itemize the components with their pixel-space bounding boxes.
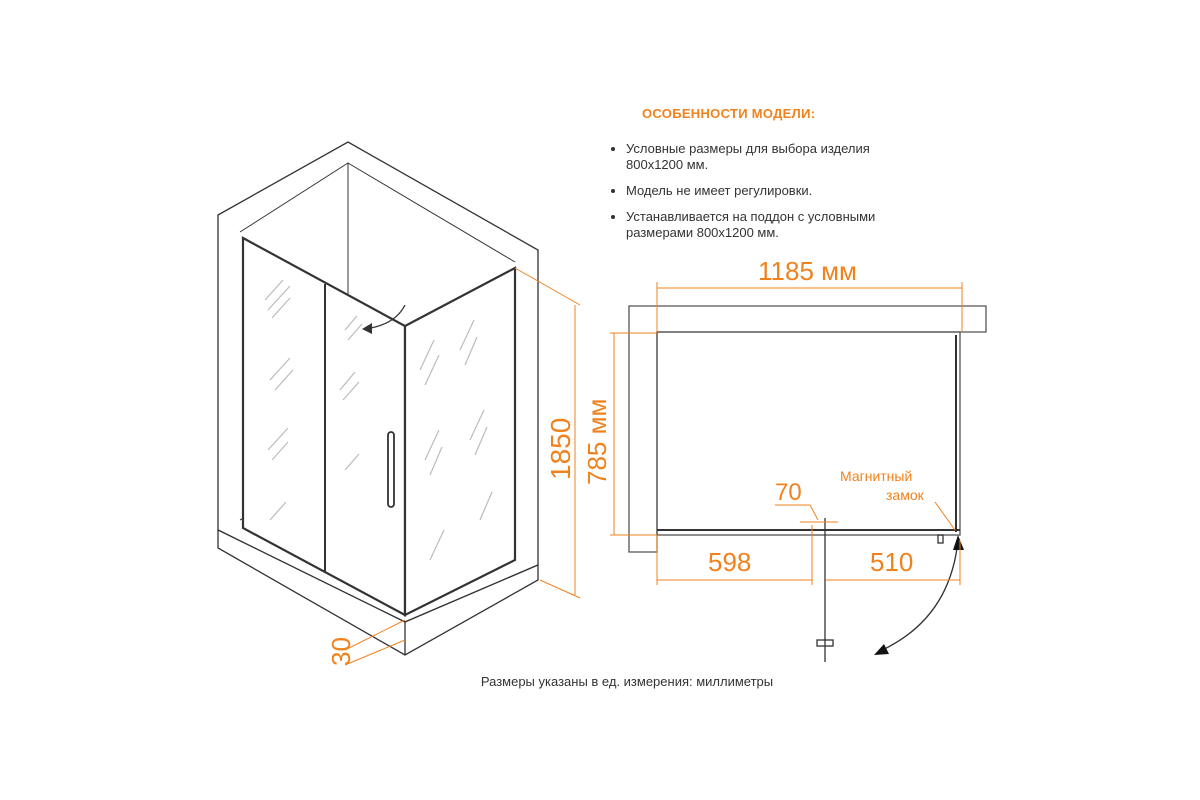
wall-inner-edge-right — [347, 162, 516, 263]
right-section-label: 510 — [870, 547, 913, 577]
magnetic-lock-label-2: замок — [886, 487, 925, 503]
glass-pattern — [264, 279, 493, 561]
magnetic-lock-label-1: Магнитный — [840, 468, 912, 484]
feature-item: Устанавливается на поддон с условными ра… — [626, 209, 908, 241]
wall-l-shape — [628, 305, 987, 553]
depth-label: 785 мм — [582, 399, 612, 485]
door-handle — [387, 431, 395, 508]
isometric-view — [217, 141, 539, 656]
feature-item: Модель не имеет регулировки. — [626, 183, 908, 199]
plan-view — [628, 305, 987, 662]
tray-height-label: 30 — [326, 637, 356, 666]
features-title: ОСОБЕННОСТИ МОДЕЛИ: — [642, 106, 816, 121]
side-glass-panel — [403, 266, 517, 617]
model-features: ОСОБЕННОСТИ МОДЕЛИ: Условные размеры для… — [608, 106, 908, 251]
width-label: 1185 мм — [758, 256, 857, 286]
enclosure-outline — [656, 331, 961, 536]
feature-item: Условные размеры для выбора изделия 800х… — [626, 141, 908, 173]
height-label: 1850 — [545, 418, 576, 480]
iso-dimensions — [344, 267, 581, 666]
left-section-label: 598 — [708, 547, 751, 577]
door-swing-arc — [877, 539, 959, 653]
plan-dimensions — [610, 282, 963, 585]
units-note: Размеры указаны в ед. измерения: миллиме… — [480, 674, 774, 689]
overlap-label: 70 — [775, 479, 802, 506]
